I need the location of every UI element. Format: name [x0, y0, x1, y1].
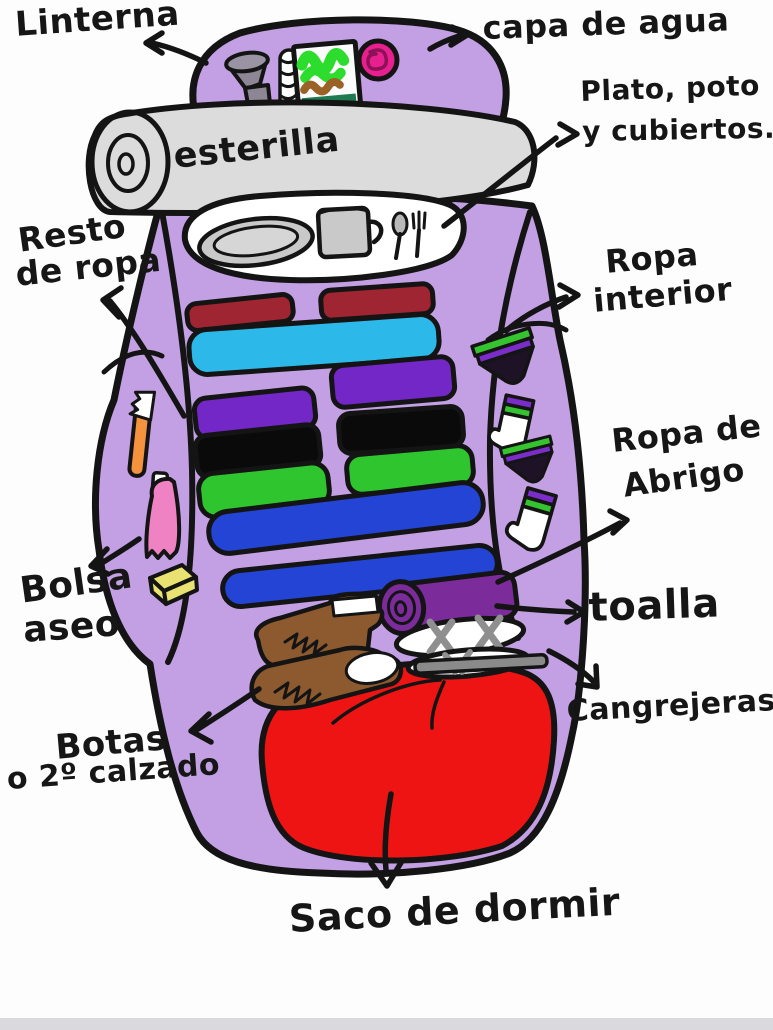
arrow-capa-de-agua	[427, 24, 470, 52]
cup-icon	[315, 205, 384, 260]
underwear-sock-items	[470, 326, 558, 552]
arrow-bolsa-aseo	[88, 536, 142, 577]
label-capa-de-agua: capa de agua	[481, 0, 730, 47]
fork-icon	[411, 210, 427, 258]
clothes-bar-cyan	[186, 312, 442, 377]
right-pocket-top-edge	[485, 320, 569, 343]
left-pocket-top-edge	[101, 349, 165, 375]
arrow-saco	[368, 791, 405, 889]
arrow-ropa-interior	[503, 282, 581, 334]
flashlight-icon	[224, 50, 273, 117]
arrow-plato	[441, 121, 580, 229]
spoon-icon	[391, 211, 409, 260]
sleeping-bag-crease-2	[430, 680, 446, 730]
sandals-icon	[393, 614, 549, 680]
arrow-linterna	[143, 30, 209, 66]
label-bolsa-line2: aseo	[21, 603, 122, 651]
arrow-toalla	[494, 599, 587, 625]
plate-icon	[197, 215, 315, 269]
boots-icon	[249, 591, 404, 711]
toiletry-items	[127, 390, 199, 606]
mat-spiral-mid	[106, 133, 150, 193]
sponge-icon	[148, 563, 199, 606]
label-plato-line2: y cubiertos.	[581, 111, 773, 148]
mat-spiral-inner	[117, 152, 135, 176]
left-pocket-divider	[159, 209, 196, 665]
label-plato-line1: Plato, poto	[579, 68, 761, 108]
mat-spiral-outer	[89, 109, 171, 215]
label-toalla: toalla	[587, 580, 721, 631]
rain-cover-icon	[356, 38, 400, 82]
arrow-ropa-abrigo	[495, 508, 630, 585]
sleeping-bag-crease-1	[331, 678, 442, 725]
sock-icon-1	[487, 393, 536, 456]
sock-icon-2	[504, 486, 558, 552]
sleeping-mat-icon	[85, 99, 538, 216]
clothes-bar-purple-right	[328, 354, 458, 410]
clothes-bar-blue-1	[206, 480, 486, 556]
toothbrush-icon	[127, 390, 157, 478]
arrow-botas	[188, 686, 262, 745]
arrow-cangrejeras	[546, 648, 600, 690]
label-ropa-interior-line1: Ropa	[603, 234, 700, 281]
toothpaste-icon	[144, 470, 182, 560]
underwear-icon-2	[498, 434, 554, 484]
boot-2	[249, 645, 404, 711]
annotation-arrows	[88, 24, 630, 889]
tableware-tray	[181, 189, 467, 284]
image-bottom-edge	[0, 1018, 773, 1030]
arrow-resto-de-ropa	[100, 285, 187, 419]
underwear-icon-1	[470, 326, 535, 385]
clothes-stacks	[184, 281, 500, 610]
